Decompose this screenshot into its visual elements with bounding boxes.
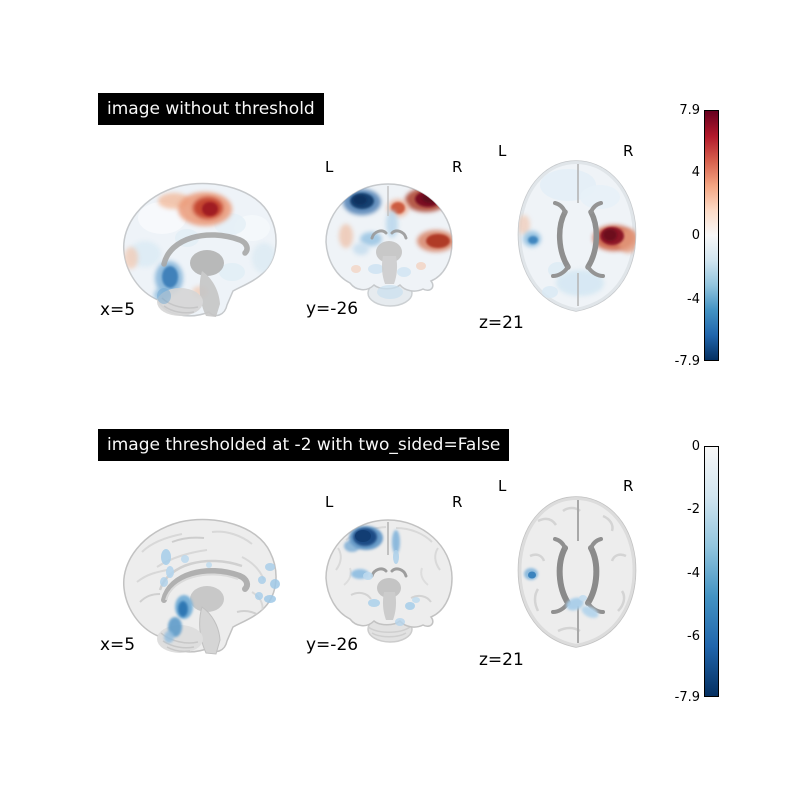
row2-axial-coord: z=21 (479, 650, 524, 670)
row2-coronal-left-marker: L (325, 493, 334, 511)
row2-sagittal-slice (123, 518, 280, 655)
row1-coronal-coord: y=-26 (306, 299, 359, 319)
row2-colorbar-tick: -6 (687, 629, 700, 644)
row1-sagittal-slice (123, 182, 277, 317)
row2-colorbar (704, 446, 719, 697)
row2-axial-right-marker: R (623, 477, 634, 495)
row1-colorbar-tick: 4 (691, 165, 700, 180)
row1-axial-left-marker: L (498, 142, 507, 160)
row1-title: image without threshold (98, 93, 324, 125)
row2-coronal-slice (325, 519, 453, 643)
axial-texture (518, 497, 636, 647)
row1-coronal-left-marker: L (325, 158, 334, 176)
row2-coronal-coord: y=-26 (306, 635, 359, 655)
coronal-anatomy (370, 522, 408, 620)
row1-colorbar-tick: -4 (687, 292, 700, 307)
row2-title: image thresholded at -2 with two_sided=F… (98, 429, 510, 461)
axial-ventricles (551, 164, 605, 306)
row2-coronal-right-marker: R (452, 493, 463, 511)
row1-axial-right-marker: R (623, 142, 634, 160)
row1-coronal-right-marker: R (452, 158, 463, 176)
row2-colorbar-tick: -4 (687, 566, 700, 581)
row2-axial-left-marker: L (498, 477, 507, 495)
coronal-anatomy (370, 186, 408, 284)
coronal-stat-blobs (339, 188, 452, 277)
row2-axial-slice (517, 496, 637, 648)
row2-colorbar-tick: -2 (687, 502, 700, 517)
axial-stat-blobs (518, 161, 636, 311)
row1-colorbar (704, 110, 719, 361)
coronal-threshold-blobs (344, 526, 420, 610)
sagittal-anatomy (157, 559, 251, 655)
row1-colorbar-tick: 0 (691, 228, 700, 243)
row2-colorbar-tick: -7.9 (674, 690, 700, 705)
row2-sagittal-coord: x=5 (100, 635, 136, 655)
coronal-cerebellum-stripes (367, 626, 411, 638)
row1-coronal-slice (325, 183, 453, 307)
row1-sagittal-coord: x=5 (100, 300, 136, 320)
coronal-cerebellum-tint (377, 285, 403, 299)
coronal-blob-near-cerebellum (395, 618, 405, 626)
row1-colorbar-tick: 7.9 (679, 103, 700, 118)
row1-axial-coord: z=21 (479, 313, 524, 333)
sagittal-threshold-blobs (160, 549, 280, 643)
row2-colorbar-tick: 0 (691, 439, 700, 454)
sagittal-anatomy (157, 232, 250, 317)
row1-axial-slice (517, 160, 637, 312)
row1-colorbar-tick: -7.9 (674, 354, 700, 369)
